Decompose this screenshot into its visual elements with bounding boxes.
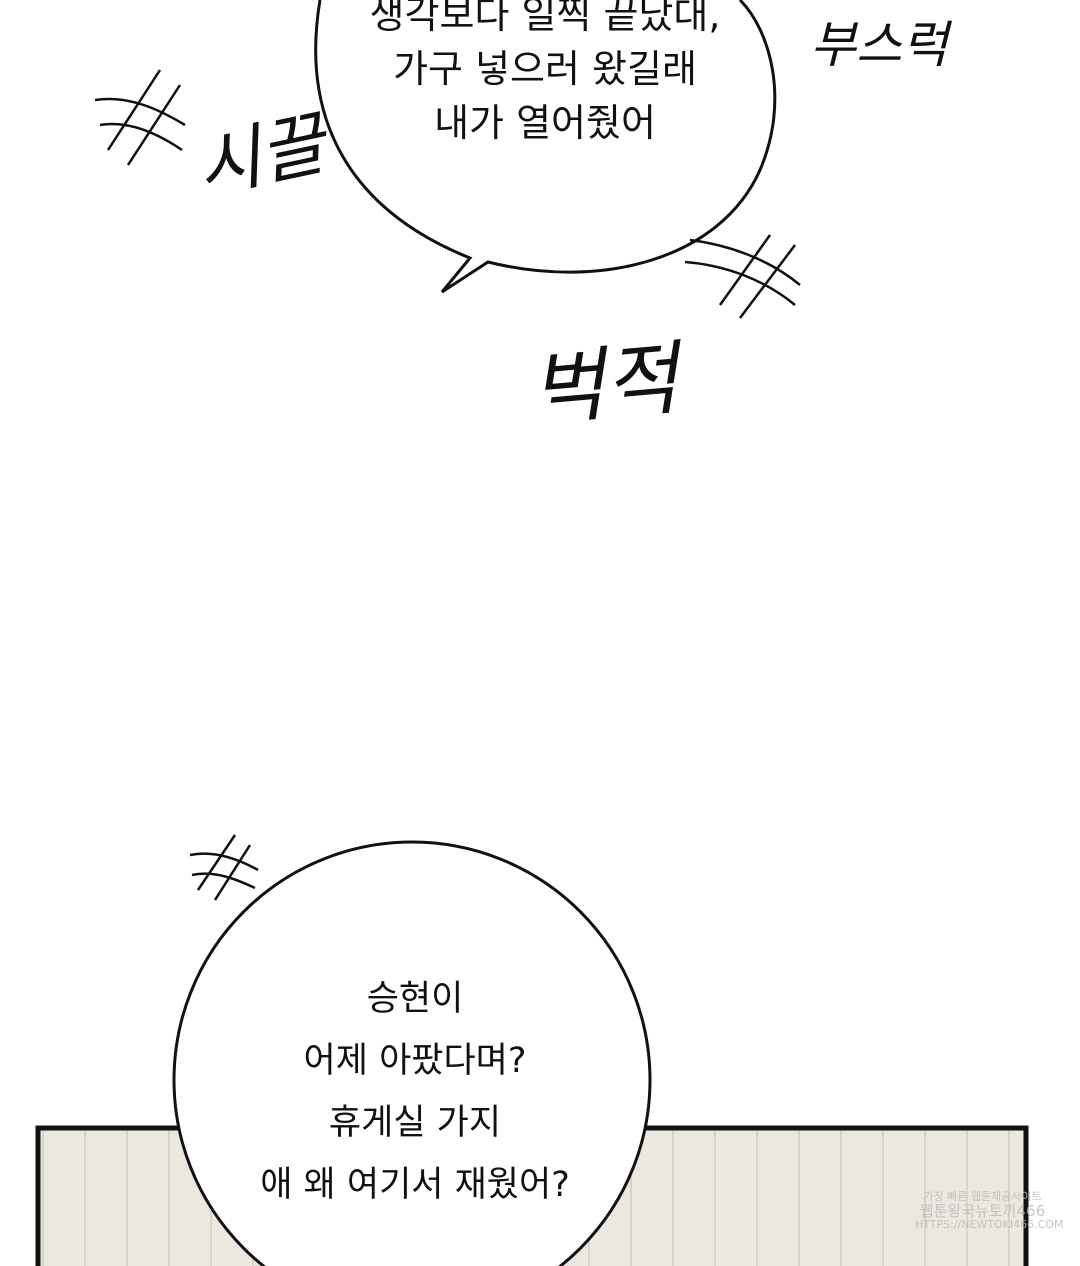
bubble-line: 내가 열어줬어 [434,101,656,145]
hash-mark-icon [94,69,801,901]
bubble-line: 휴게실 가지 [328,1103,502,1143]
sfx-rustle: 부스럭 [810,16,948,74]
sfx-bustle: 벅적 [526,331,682,438]
speech-bubble-top-text: 생각보다 일찍 끝났대, 가구 넣으러 왔길래 내가 열어줬어 [320,0,770,150]
speech-bubble-bottom [172,840,652,1266]
bubble-line: 생각보다 일찍 끝났대, [369,0,721,37]
bubble-line: 애 왜 여기서 재웠어? [260,1165,570,1205]
speech-bubble-bottom-text: 승현이 어제 아팠다며? 휴게실 가지 애 왜 여기서 재웠어? [200,968,630,1216]
speech-bubble-top [314,0,777,294]
bubble-line: 승현이 [366,979,464,1019]
watermark-line: 웹툰왕국뉴토끼466 [919,1202,1046,1220]
bubble-line: 어제 아팠다며? [303,1041,527,1081]
watermark: 가장 빠른 웹툰제공사이트 웹툰왕국뉴토끼466 HTTPS://NEWTOKI… [915,1190,1064,1232]
watermark-line: HTTPS://NEWTOKI466.COM [915,1218,1064,1231]
bubble-line: 가구 넣으러 왔길래 [393,47,697,91]
watermark-line: 가장 빠른 웹툰제공사이트 [923,1190,1042,1203]
